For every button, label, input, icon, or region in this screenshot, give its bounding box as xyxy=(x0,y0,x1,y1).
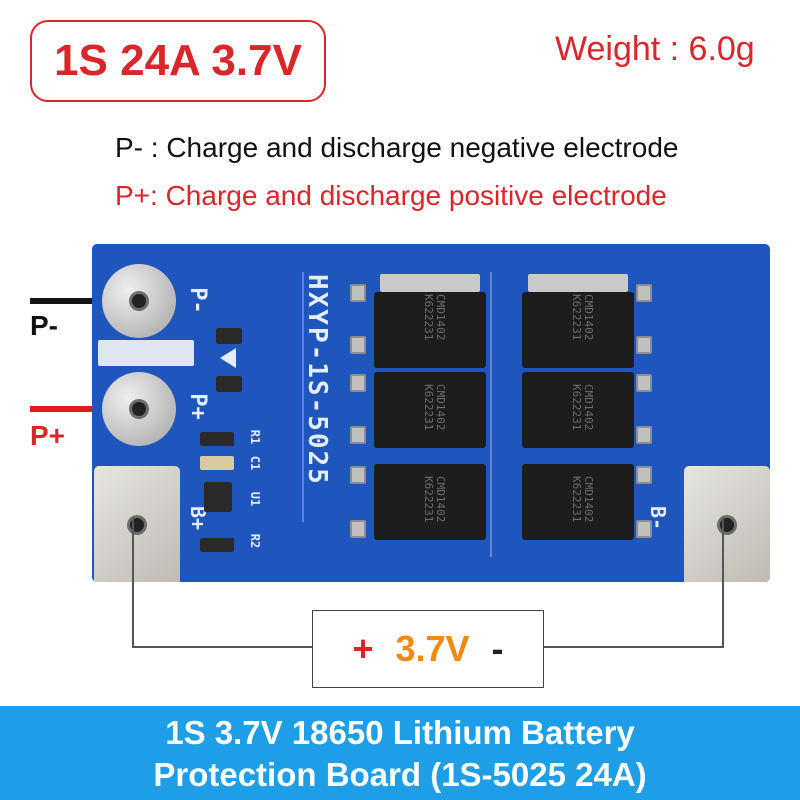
battery-voltage-box: + 3.7V - xyxy=(312,610,544,688)
board-divider-line xyxy=(302,272,304,522)
diode-component xyxy=(216,328,242,344)
battery-minus-wire xyxy=(544,646,724,648)
p-plus-wire xyxy=(30,406,138,412)
p-plus-pad xyxy=(102,372,176,446)
p-plus-pad-label: P+ xyxy=(184,393,210,420)
p-plus-description: P+: Charge and discharge positive electr… xyxy=(115,180,667,211)
diode-symbol xyxy=(220,348,236,368)
battery-plus-wire xyxy=(132,646,314,648)
b-minus-pad xyxy=(684,466,770,582)
battery-minus-sign: - xyxy=(491,628,504,669)
mosfet-leg xyxy=(636,426,652,444)
mosfet-body xyxy=(374,372,486,448)
mosfet-right-1 xyxy=(522,274,634,368)
solder-strip xyxy=(98,340,194,366)
p-minus-pad-label: P- xyxy=(184,287,210,314)
mosfet-right-2 xyxy=(522,372,634,448)
mosfet-leg xyxy=(350,374,366,392)
mosfet-leg xyxy=(350,466,366,484)
battery-minus-wire xyxy=(722,518,724,648)
p-minus-wire-label: P- xyxy=(30,310,58,341)
label-r2: R2 xyxy=(248,533,263,549)
label-u1: U1 xyxy=(248,491,263,507)
resistor-r2 xyxy=(200,538,234,552)
battery-plus-wire xyxy=(132,518,134,648)
mosfet-leg xyxy=(350,520,366,538)
mosfet-marking: CMD1402 K622231 xyxy=(570,294,595,341)
mosfet-leg xyxy=(636,466,652,484)
mosfet-body xyxy=(522,372,634,448)
ic-u1 xyxy=(204,482,232,512)
banner-line-2: Protection Board (1S-5025 24A) xyxy=(153,756,647,793)
mosfet-body xyxy=(522,292,634,368)
mosfet-body xyxy=(374,292,486,368)
resistor-r1 xyxy=(200,432,234,446)
p-minus-pad xyxy=(102,264,176,338)
mosfet-tab xyxy=(380,274,480,292)
capacitor-component xyxy=(216,376,242,392)
mosfet-leg xyxy=(350,284,366,302)
model-silkscreen: HXYP-1S-5025 xyxy=(302,274,332,486)
p-minus-wire xyxy=(30,298,138,304)
solder-hole xyxy=(132,294,146,308)
mosfet-leg xyxy=(636,374,652,392)
mosfet-leg xyxy=(350,426,366,444)
mosfet-leg xyxy=(636,336,652,354)
mosfet-left-1 xyxy=(374,274,486,368)
label-c1: C1 xyxy=(248,455,263,471)
banner-line-1: 1S 3.7V 18650 Lithium Battery xyxy=(165,714,635,751)
mosfet-left-2 xyxy=(374,372,486,448)
weight-label: Weight : 6.0g xyxy=(555,30,755,68)
mosfet-leg xyxy=(350,336,366,354)
label-r1: R1 xyxy=(248,429,263,445)
mosfet-marking: CMD1402 K622231 xyxy=(570,476,595,523)
solder-hole xyxy=(132,402,146,416)
battery-plus-sign: + xyxy=(352,628,374,669)
capacitor-c1 xyxy=(200,456,234,470)
spec-badge-text: 1S 24A 3.7V xyxy=(54,36,302,85)
mosfet-leg xyxy=(636,284,652,302)
mosfet-body xyxy=(374,464,486,540)
mosfet-marking: CMD1402 K622231 xyxy=(422,476,447,523)
mosfet-left-3 xyxy=(374,464,486,540)
battery-voltage: 3.7V xyxy=(395,628,470,669)
mosfet-marking: CMD1402 K622231 xyxy=(422,384,447,431)
p-minus-description: P- : Charge and discharge negative elect… xyxy=(115,132,679,163)
product-title-banner: 1S 3.7V 18650 Lithium Battery Protection… xyxy=(0,706,800,800)
mosfet-body xyxy=(522,464,634,540)
board-divider-line xyxy=(490,272,492,557)
spec-badge: 1S 24A 3.7V xyxy=(30,20,326,102)
b-plus-pad xyxy=(94,466,180,582)
mosfet-tab xyxy=(528,274,628,292)
mosfet-leg xyxy=(636,520,652,538)
mosfet-marking: CMD1402 K622231 xyxy=(422,294,447,341)
protection-board: P- P+ B+ B- R1 C1 U1 R2 HXYP-1S-5025 CMD… xyxy=(92,244,770,582)
p-plus-wire-label: P+ xyxy=(30,420,66,451)
mosfet-right-3 xyxy=(522,464,634,540)
mosfet-marking: CMD1402 K622231 xyxy=(570,384,595,431)
